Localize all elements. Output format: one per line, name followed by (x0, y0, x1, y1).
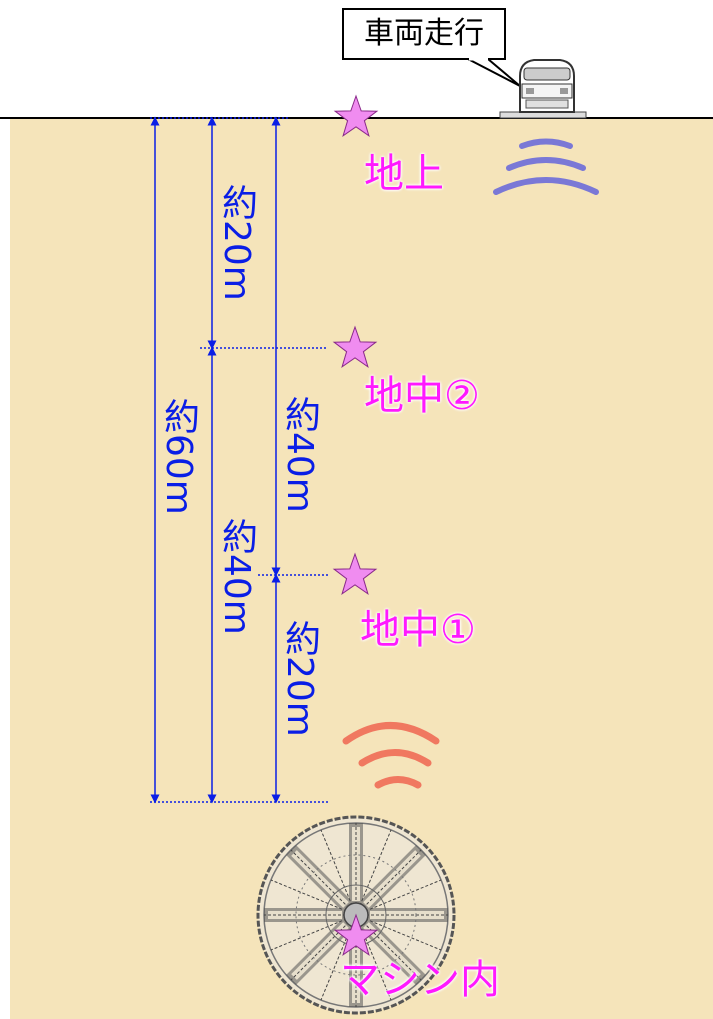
star-icon (333, 94, 379, 138)
point-label-machine: マシン内 (340, 957, 500, 1003)
vibration-waves-icon (493, 138, 599, 195)
depth-reference-lines (150, 117, 328, 803)
star-icon (332, 552, 378, 596)
callout-pointer (467, 57, 521, 87)
vibration-waves-icon (342, 722, 440, 789)
point-label-surface: 地上 (364, 151, 444, 197)
dimension-label-40m-mid: 約40m (216, 518, 257, 635)
vehicle-callout: 車両走行 (342, 8, 506, 60)
dimension-label-20m-bottom: 約20m (279, 620, 320, 737)
dimension-lines (150, 116, 281, 804)
vehicle-icon (499, 59, 587, 119)
dimension-label-40m-right: 約40m (279, 396, 320, 513)
dimension-label-60m: 約60m (158, 398, 199, 515)
star-icon (332, 325, 378, 369)
star-icon (333, 913, 379, 957)
point-label-underground-1: 地中① (360, 607, 476, 653)
dimension-label-20m-top: 約20m (216, 184, 257, 301)
point-label-underground-2: 地中② (364, 373, 480, 419)
